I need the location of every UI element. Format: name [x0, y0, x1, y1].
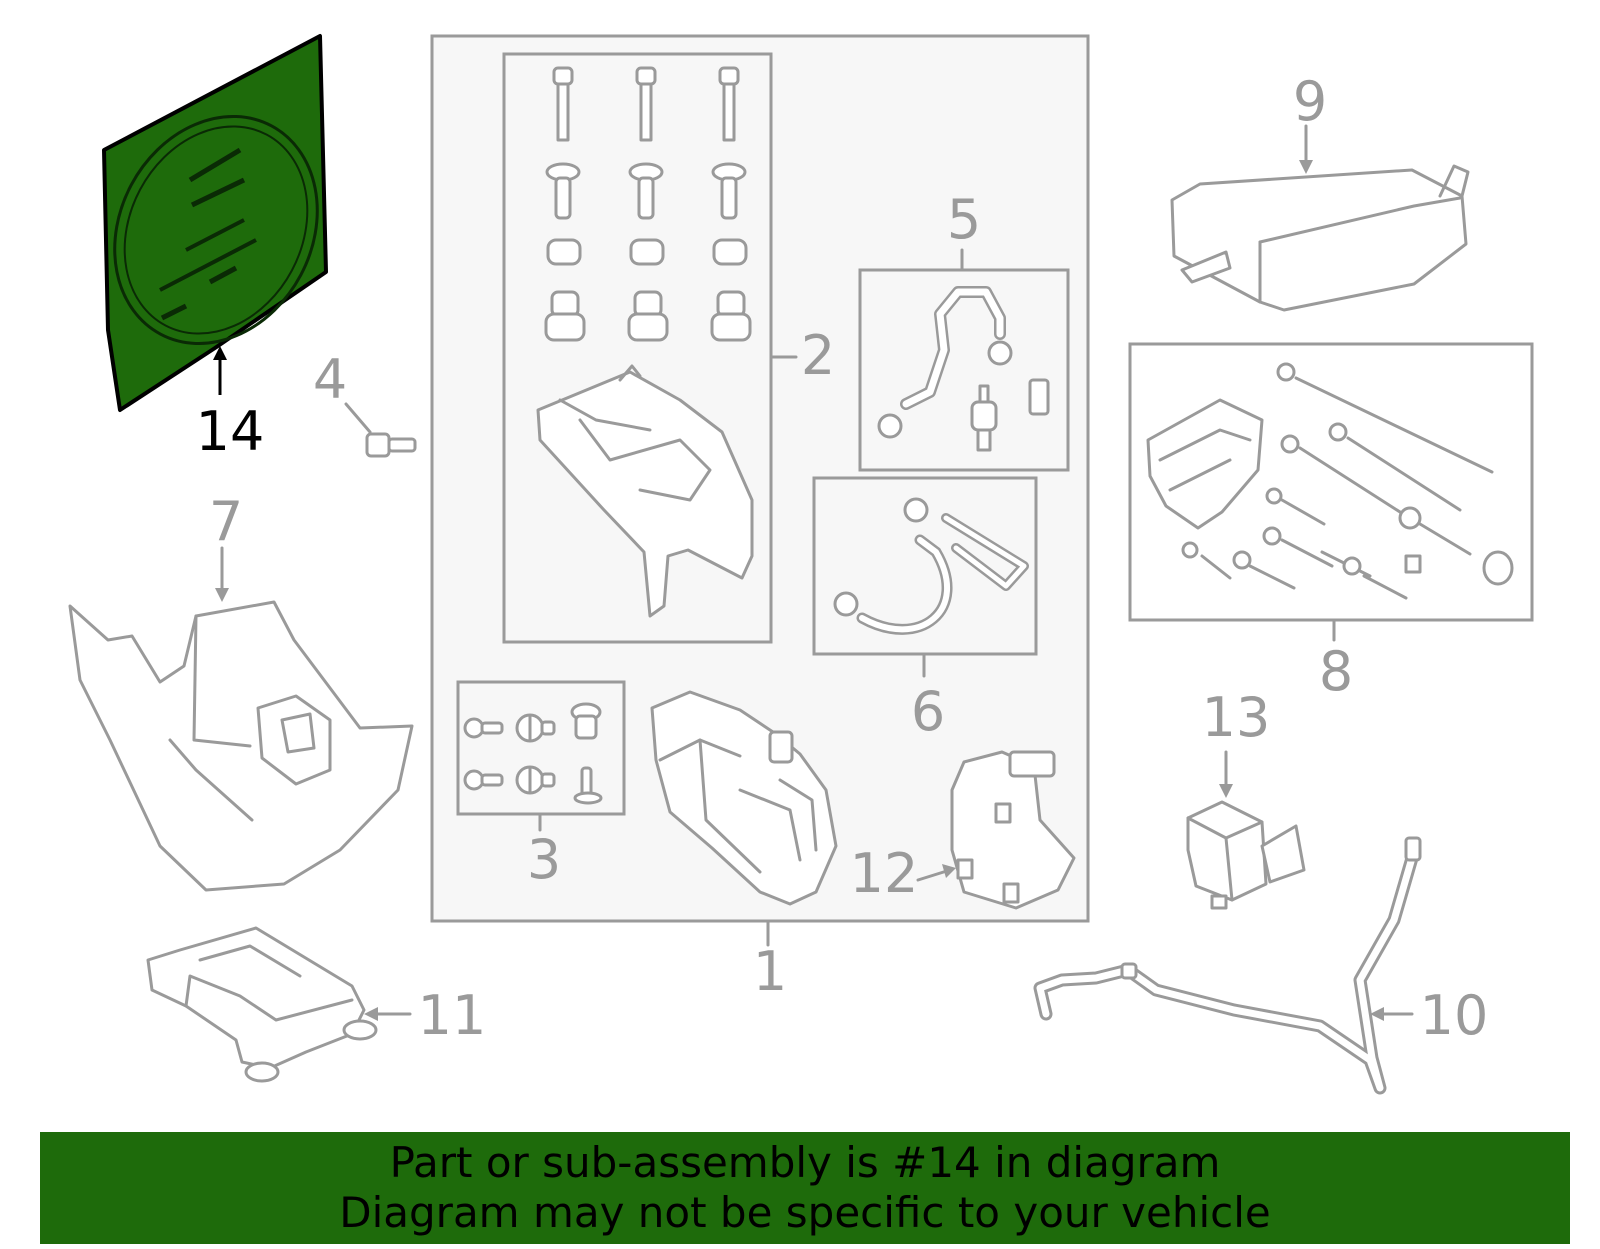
- part-6-hose[interactable]: [833, 497, 1029, 635]
- callout-2[interactable]: 2: [801, 324, 835, 387]
- callout-5[interactable]: 5: [947, 188, 981, 251]
- part-11-module[interactable]: [146, 926, 378, 1083]
- callout-4[interactable]: 4: [313, 348, 347, 411]
- callout-12[interactable]: 12: [850, 842, 919, 905]
- banner-line-disclaimer: Diagram may not be specific to your vehi…: [339, 1188, 1271, 1237]
- callout-13[interactable]: 13: [1202, 686, 1271, 749]
- info-banner: Part or sub-assembly is #14 in diagram D…: [40, 1132, 1570, 1244]
- subassembly-5-box: [858, 268, 1070, 472]
- part-10-hose[interactable]: [1033, 836, 1422, 1095]
- part-7-skid-shield[interactable]: [68, 600, 414, 892]
- part-13-sensor[interactable]: [1186, 800, 1306, 910]
- callout-6[interactable]: 6: [911, 680, 945, 743]
- subassembly-2-box: [502, 52, 773, 644]
- callout-7[interactable]: 7: [209, 490, 243, 553]
- callout-10[interactable]: 10: [1420, 984, 1489, 1047]
- part-3-clips[interactable]: [463, 702, 603, 805]
- part-4-bolt[interactable]: [365, 432, 417, 458]
- part-9-canister[interactable]: [1170, 164, 1470, 312]
- subassembly-8-box: [1128, 342, 1534, 622]
- part-8-line-kit[interactable]: [1146, 362, 1514, 600]
- callout-11[interactable]: 11: [418, 984, 487, 1047]
- part-14-repair-kit[interactable]: [76, 34, 356, 412]
- callout-8[interactable]: 8: [1319, 640, 1353, 703]
- part-2-hardware[interactable]: [536, 66, 754, 618]
- part-12-actuator[interactable]: [950, 750, 1076, 910]
- callout-14[interactable]: 14: [196, 400, 265, 463]
- part-1-compressor[interactable]: [650, 690, 838, 906]
- callout-3[interactable]: 3: [527, 828, 561, 891]
- callout-1[interactable]: 1: [753, 940, 787, 1003]
- banner-line-part-info: Part or sub-assembly is #14 in diagram: [389, 1138, 1221, 1187]
- part-5-hose[interactable]: [877, 286, 1050, 452]
- callout-9[interactable]: 9: [1293, 70, 1327, 133]
